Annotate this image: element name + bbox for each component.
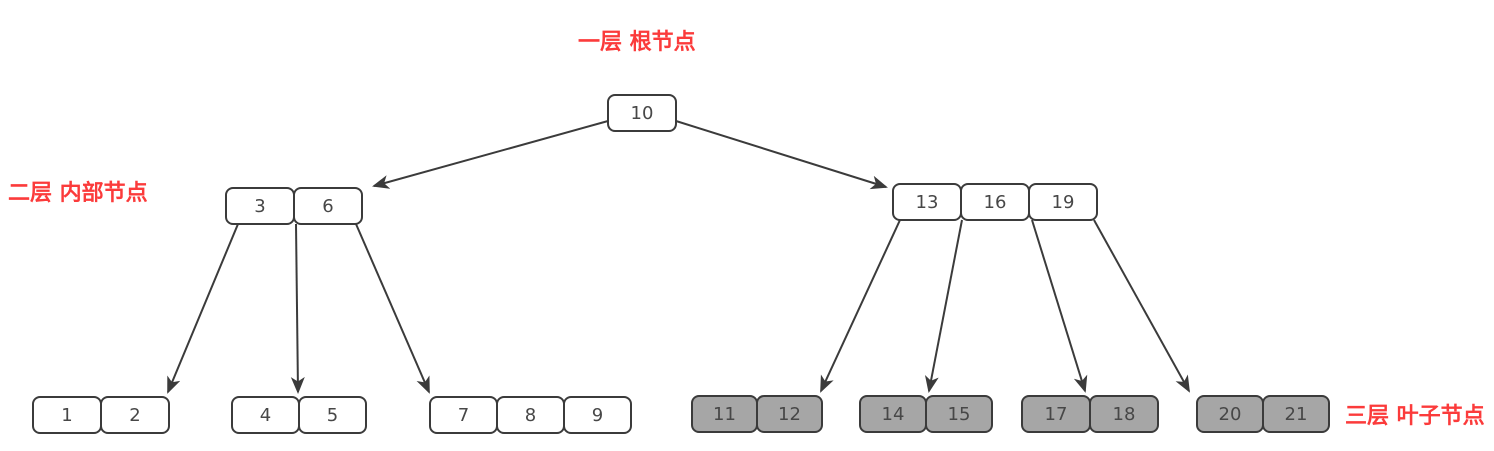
- edge-internal-right-to-leaf-7: [1093, 219, 1190, 393]
- node-key-9: 9: [592, 405, 603, 426]
- edge-internal-left-to-leaf-2: [290, 223, 305, 394]
- node-key-2: 2: [129, 405, 140, 426]
- edges-layer: [167, 120, 1190, 394]
- node-cell-internal-right-19: [1028, 183, 1098, 221]
- node-key-21: 21: [1285, 404, 1308, 425]
- node-key-6: 6: [322, 196, 333, 217]
- node-key-18: 18: [1113, 404, 1136, 425]
- node-cell-leaf-7-21: [1262, 395, 1330, 433]
- node-cell-leaf-4-12: [756, 395, 823, 433]
- node-key-17: 17: [1045, 404, 1068, 425]
- node-cell-leaf-2-5: [298, 396, 367, 434]
- label-level2-internal: 二层 内部节点: [8, 180, 148, 206]
- edge-internal-left-to-leaf-1: [167, 223, 239, 394]
- node-key-8: 8: [525, 405, 536, 426]
- label-level3-leaf: 三层 叶子节点: [1345, 403, 1485, 429]
- node-cell-leaf-1-2: [100, 396, 170, 434]
- node-key-3: 3: [254, 196, 265, 217]
- tree-node-root: 10: [607, 94, 677, 132]
- tree-node-internal-right: 13 16 19: [892, 183, 1098, 221]
- node-key-13: 13: [916, 192, 939, 213]
- node-key-16: 16: [984, 192, 1007, 213]
- tree-node-leaf-3: 7 8 9: [429, 396, 632, 434]
- node-key-5: 5: [327, 405, 338, 426]
- tree-node-leaf-5: 14 15: [859, 395, 993, 433]
- edge-internal-left-to-leaf-3: [355, 223, 430, 394]
- node-key-10: 10: [631, 103, 654, 124]
- node-key-4: 4: [260, 405, 271, 426]
- label-level1-root: 一层 根节点: [578, 29, 696, 55]
- node-cell-leaf-6-18: [1089, 395, 1159, 433]
- edge-internal-right-to-leaf-4: [820, 219, 901, 393]
- node-cell-root-10: [607, 94, 677, 132]
- node-key-15: 15: [948, 404, 971, 425]
- edge-internal-right-to-leaf-5: [924, 219, 963, 393]
- node-cell-leaf-3-9: [563, 396, 632, 434]
- node-cell-leaf-5-15: [925, 395, 993, 433]
- edge-root-to-internal-left: [372, 120, 609, 189]
- tree-node-leaf-4: 11 12: [691, 395, 823, 433]
- node-key-7: 7: [458, 405, 469, 426]
- edge-root-to-internal-right: [675, 120, 888, 190]
- node-key-14: 14: [882, 404, 905, 425]
- node-key-12: 12: [778, 404, 801, 425]
- node-cell-internal-left-6: [293, 187, 363, 225]
- node-key-11: 11: [713, 404, 736, 425]
- node-key-19: 19: [1052, 192, 1075, 213]
- node-key-1: 1: [61, 405, 72, 426]
- node-key-20: 20: [1219, 404, 1242, 425]
- edge-internal-right-to-leaf-6: [1031, 219, 1088, 393]
